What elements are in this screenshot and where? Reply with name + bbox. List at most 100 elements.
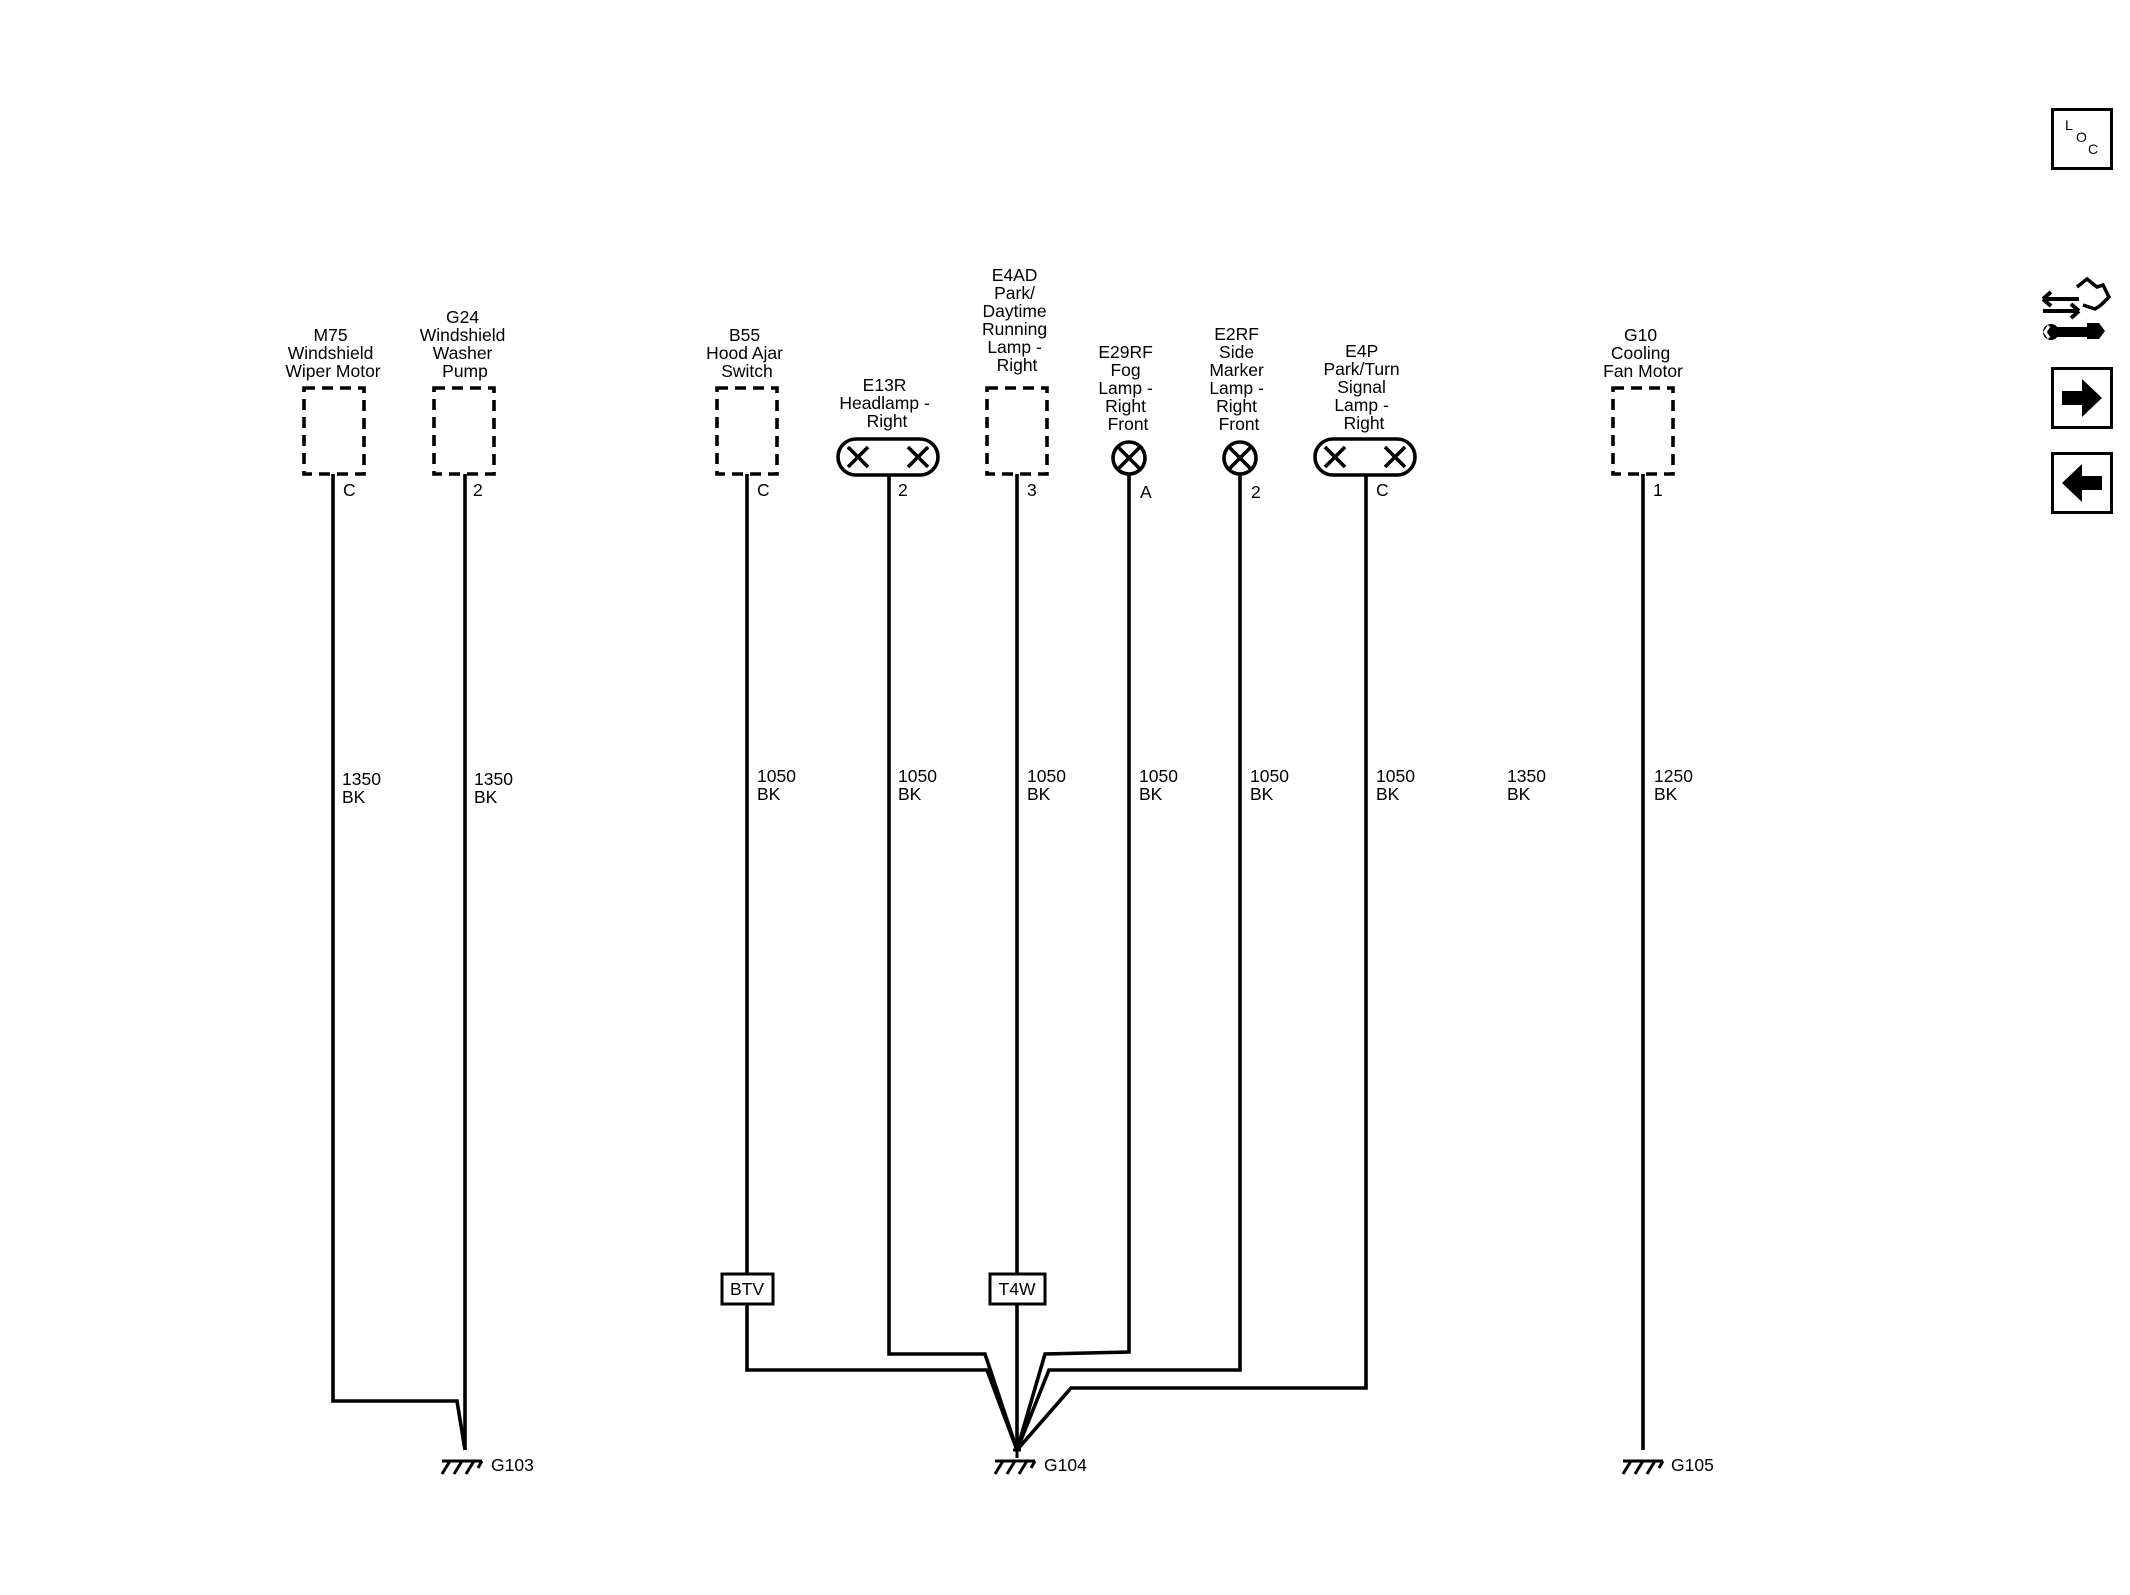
wire-label-e29rf: 1050 BK [1139, 766, 1183, 804]
e4ad-label: E4AD Park/ Daytime Running Lamp - Right [982, 265, 1052, 375]
e29rf-pin-label: A [1140, 482, 1152, 502]
btv-inline-connector[interactable]: BTV [720, 1272, 775, 1306]
wire-size: 1050 [898, 766, 937, 786]
wire-label-g10: 1250 BK [1654, 766, 1698, 804]
label-line: Signal [1337, 377, 1386, 397]
e29rf-bulb-symbol[interactable] [1111, 440, 1147, 476]
e4ad-component-box[interactable] [985, 386, 1049, 476]
wire-size: 1350 [474, 769, 513, 789]
m75-label: M75 Windshield Wiper Motor [285, 325, 380, 381]
wire-label-e2rf: 1050 BK [1250, 766, 1294, 804]
t4w-inline-connector[interactable]: T4W [988, 1272, 1047, 1306]
wire-label-m75: 1350 BK [342, 769, 386, 807]
wire-label-unconnected: 1350 BK [1507, 766, 1551, 804]
label-line: Right [997, 355, 1038, 375]
wire-size: 1250 [1654, 766, 1693, 786]
wire-size: 1350 [342, 769, 381, 789]
label-line: Pump [442, 361, 488, 381]
wire-color: BK [1376, 784, 1400, 804]
b55-component-box[interactable] [715, 386, 779, 476]
b55-pin-label: C [757, 480, 770, 500]
b55-label: B55 Hood Ajar Switch [706, 325, 788, 381]
g10-pin-label: 1 [1653, 480, 1663, 500]
g103-ground-label: G103 [491, 1455, 534, 1475]
arrow-right-icon [2062, 379, 2102, 417]
label-line: E29RF [1098, 342, 1152, 362]
e13r-pin-label: 2 [898, 480, 908, 500]
wire-color: BK [474, 787, 498, 807]
wire-color: BK [1139, 784, 1163, 804]
loc-button[interactable]: L O C [2051, 108, 2113, 170]
label-line: Lamp - [987, 337, 1042, 357]
wire-size: 1350 [1507, 766, 1546, 786]
label-line: Switch [721, 361, 773, 381]
g104-ground-symbol[interactable] [993, 1448, 1037, 1475]
label-line: Headlamp - [839, 393, 930, 413]
label-line: Right [1216, 396, 1257, 416]
wire-size: 1050 [757, 766, 796, 786]
label-line: Front [1108, 414, 1149, 434]
loc-letter-l: L [2065, 117, 2073, 133]
e4p-lamp-symbol[interactable] [1313, 437, 1417, 477]
previous-button[interactable] [2051, 452, 2113, 514]
label-line: E13R [863, 375, 907, 395]
g104-ground-label: G104 [1044, 1455, 1087, 1475]
e2rf-ground-wire[interactable] [1015, 474, 1242, 1451]
label-line: E4P [1345, 341, 1378, 361]
g10-label: G10 Cooling Fan Motor [1603, 325, 1683, 381]
e2rf-label: E2RF Side Marker Lamp - Right Front [1209, 324, 1268, 434]
wire-color: BK [1250, 784, 1274, 804]
wire-label-e4p: 1050 BK [1376, 766, 1420, 804]
e13r-headlamp-symbol[interactable] [836, 437, 940, 477]
label-line: E4AD [992, 265, 1038, 285]
e13r-ground-wire[interactable] [887, 475, 1019, 1451]
btv-connector-label: BTV [730, 1279, 764, 1299]
e4p-ground-wire[interactable] [1015, 475, 1368, 1452]
label-line: Lamp - [1209, 378, 1264, 398]
b55-ground-wire[interactable] [745, 474, 1019, 1451]
wire-size: 1050 [1027, 766, 1066, 786]
arrow-left-icon [2062, 464, 2102, 502]
e29rf-label: E29RF Fog Lamp - Right Front [1098, 342, 1157, 434]
wire-color: BK [1507, 784, 1531, 804]
g24-component-box[interactable] [432, 386, 496, 476]
wire-size: 1050 [1376, 766, 1415, 786]
e2rf-bulb-symbol[interactable] [1222, 440, 1258, 476]
g105-ground-label: G105 [1671, 1455, 1714, 1475]
label-line: Side [1219, 342, 1254, 362]
wire-color: BK [1654, 784, 1678, 804]
label-line: E2RF [1214, 324, 1259, 344]
e29rf-ground-wire[interactable] [1015, 474, 1131, 1451]
g10-component-box[interactable] [1611, 386, 1675, 476]
loc-letter-c: C [2088, 141, 2099, 157]
label-line: Fan Motor [1603, 361, 1683, 381]
label-line: Daytime [982, 301, 1046, 321]
e4p-pin-label: C [1376, 480, 1389, 500]
m75-component-box[interactable] [302, 386, 366, 476]
e13r-label: E13R Headlamp - Right [839, 375, 934, 431]
e2rf-pin-label: 2 [1251, 482, 1261, 502]
label-line: Front [1219, 414, 1260, 434]
connector-tool-button[interactable] [2039, 275, 2113, 345]
m75-ground-wire[interactable] [331, 474, 467, 1451]
label-line: Windshield [288, 343, 374, 363]
e4ad-pin-label: 3 [1027, 480, 1037, 500]
label-line: Washer [433, 343, 493, 363]
g24-label: G24 Windshield Washer Pump [420, 307, 510, 381]
wire-label-b55: 1050 BK [757, 766, 801, 804]
label-line: Right [1105, 396, 1146, 416]
wire-label-e4ad: 1050 BK [1027, 766, 1071, 804]
label-line: Windshield [420, 325, 506, 345]
g105-ground-symbol[interactable] [1621, 1459, 1665, 1475]
label-line: M75 [314, 325, 348, 345]
wire-size: 1050 [1139, 766, 1178, 786]
label-line: Park/Turn [1323, 359, 1399, 379]
wire-label-e13r: 1050 BK [898, 766, 942, 804]
label-line: G10 [1624, 325, 1657, 345]
loc-letter-o: O [2076, 129, 2087, 145]
g103-ground-symbol[interactable] [440, 1459, 484, 1475]
label-line: Cooling [1611, 343, 1670, 363]
next-button[interactable] [2051, 367, 2113, 429]
connector-tool-icon [2041, 276, 2112, 340]
